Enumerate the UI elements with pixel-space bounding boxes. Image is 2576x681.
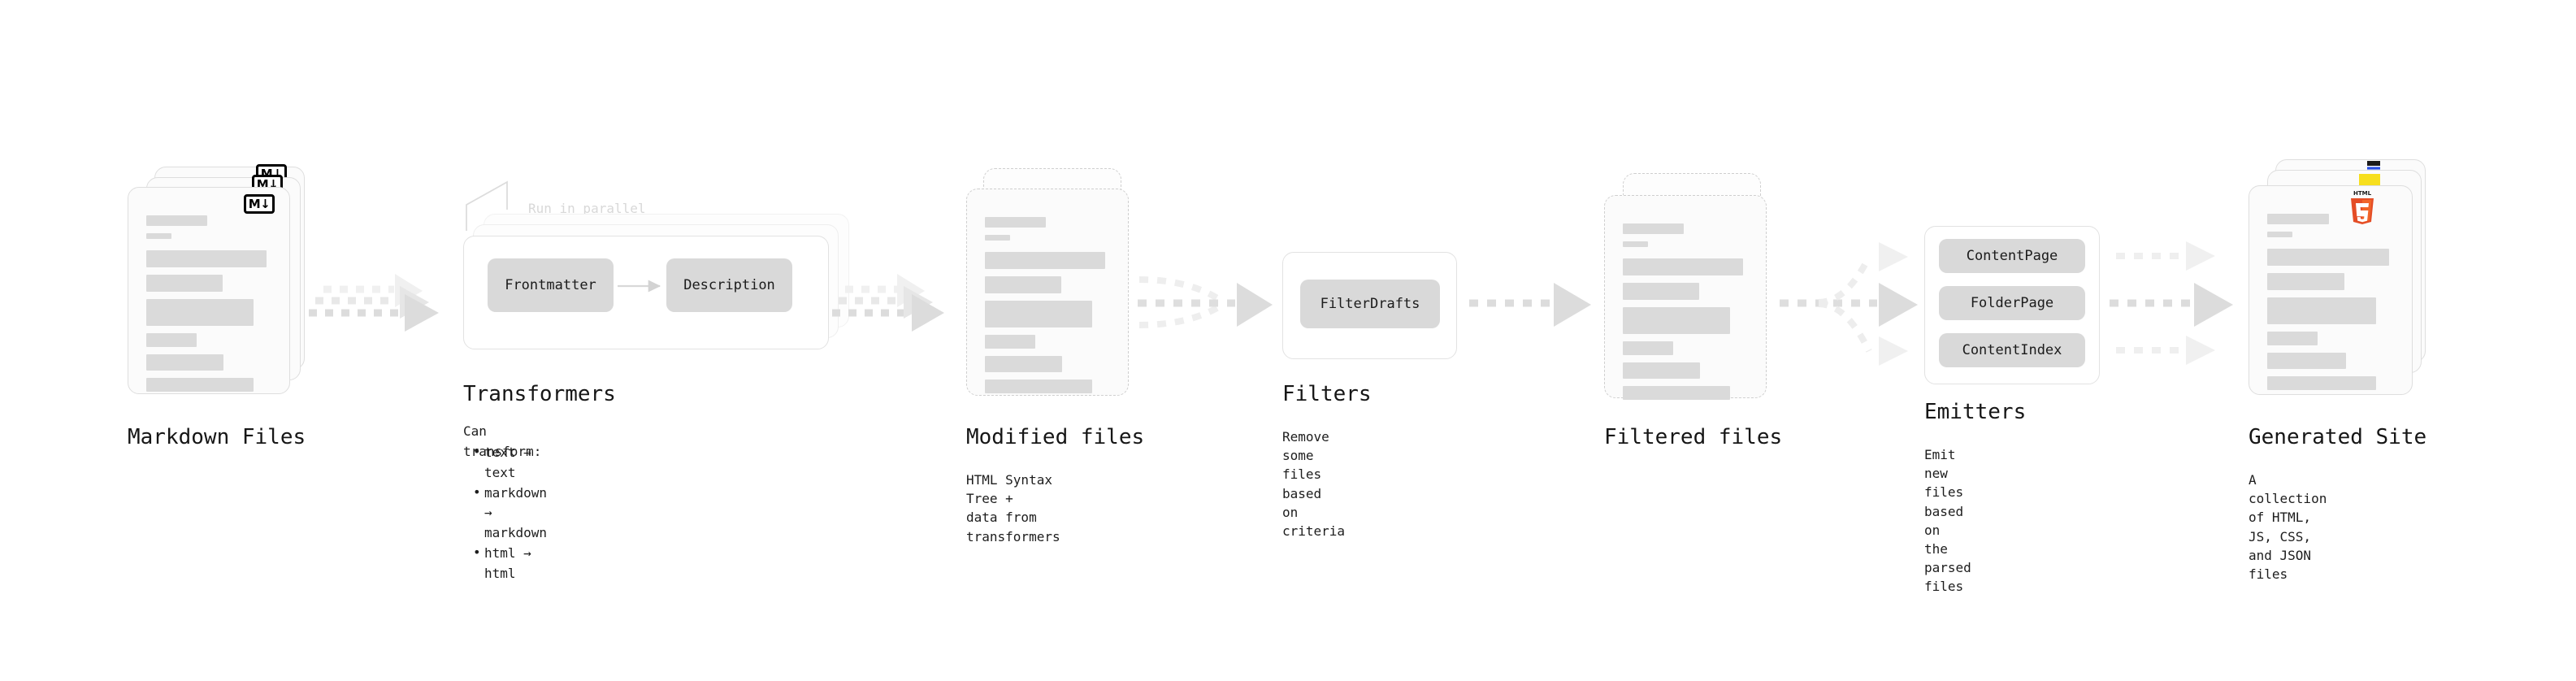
emitter-chip-label: ContentPage: [1966, 248, 2058, 264]
emitters-desc: Emit new files based on the parsed files: [1924, 447, 1971, 595]
generated-site-desc: A collection of HTML, JS, CSS, and JSON …: [2249, 472, 2327, 582]
content-bar: [146, 250, 267, 267]
content-bar: [1623, 362, 1701, 379]
filter-chip-filterdrafts[interactable]: FilterDrafts: [1300, 280, 1440, 328]
content-bar: [985, 301, 1093, 327]
generated-doc-front: [2249, 185, 2413, 395]
modified-doc-front: [966, 189, 1129, 396]
content-bar: [146, 354, 224, 371]
transformers-bullet: text → text: [471, 442, 547, 484]
content-bar: [1623, 241, 1648, 247]
transformer-chip-label: Frontmatter: [505, 277, 596, 293]
content-bar: [2267, 214, 2330, 224]
css3-badge-icon: [2367, 161, 2380, 170]
filters-desc: Remove some files based on criteria: [1282, 429, 1346, 539]
stage-title-emitters: Emitters: [1924, 400, 2027, 424]
content-bar: [2267, 273, 2345, 290]
js-badge-icon: [2359, 174, 2380, 188]
transformer-chip-label: Description: [683, 277, 775, 293]
content-bar: [985, 356, 1063, 372]
content-bar: [146, 299, 254, 326]
markdown-icon: M↓: [244, 194, 275, 214]
content-bar: [1623, 386, 1731, 400]
run-in-parallel-label: Run in parallel: [528, 201, 646, 216]
transformers-bullet-list: text → text markdown → markdown html → h…: [471, 442, 547, 584]
content-bar: [985, 252, 1105, 269]
stage-title-filters: Filters: [1282, 382, 1372, 406]
modified-doc-content: [985, 217, 1110, 401]
emitter-chip-label: ContentIndex: [1962, 342, 2062, 358]
content-bar: [2267, 376, 2377, 390]
emitter-chip-folderpage[interactable]: FolderPage: [1939, 286, 2085, 320]
stage-title-modified-files: Modified files: [966, 425, 1145, 449]
content-bar: [1623, 223, 1685, 234]
content-bar: [985, 276, 1061, 293]
emitter-chip-contentpage[interactable]: ContentPage: [1939, 239, 2085, 273]
filtered-doc-front: [1604, 195, 1767, 400]
content-bar: [2267, 353, 2346, 369]
arrow-filtered-to-emitters: [1780, 242, 1918, 366]
emitter-chip-label: FolderPage: [1970, 295, 2054, 311]
content-bar: [985, 335, 1035, 349]
content-bar: [985, 380, 1093, 393]
content-bar: [2267, 332, 2318, 345]
transformer-chip-description[interactable]: Description: [666, 258, 792, 312]
arrow-transformers-to-modified: [832, 274, 944, 332]
content-bar: [146, 215, 208, 226]
stage-title-filtered-files: Filtered files: [1604, 425, 1783, 449]
filter-chip-label: FilterDrafts: [1320, 296, 1420, 312]
transformers-bullet: markdown → markdown: [471, 483, 547, 544]
transformers-bullet: html → html: [471, 543, 547, 584]
arrow-emitters-to-generated: [2110, 241, 2233, 365]
content-bar: [2267, 232, 2293, 237]
content-bar: [1623, 283, 1699, 300]
modified-files-desc: HTML Syntax Tree + data from transformer…: [966, 472, 1060, 544]
filtered-doc-content: [1623, 223, 1748, 407]
markdown-icon-label: M↓: [248, 196, 271, 211]
html5-badge-icon: HTML: [2351, 190, 2374, 224]
content-bar: [1623, 258, 1743, 275]
arrow-modified-to-filters: [1138, 276, 1273, 328]
content-bar: [146, 378, 254, 392]
arrow-markdown-to-transformers: [309, 274, 439, 332]
generated-doc-content: [2267, 214, 2394, 397]
svg-text:HTML: HTML: [2353, 190, 2372, 197]
stage-title-generated-site: Generated Site: [2249, 425, 2427, 449]
content-bar: [1623, 307, 1731, 334]
content-bar: [985, 235, 1010, 241]
content-bar: [146, 275, 223, 292]
content-bar: [2267, 249, 2389, 266]
emitter-chip-contentindex[interactable]: ContentIndex: [1939, 333, 2085, 367]
transformer-chip-frontmatter[interactable]: Frontmatter: [488, 258, 614, 312]
content-bar: [146, 333, 197, 347]
arrow-filters-to-filtered: [1469, 283, 1591, 327]
stage-title-transformers: Transformers: [463, 382, 616, 406]
markdown-doc-front: [128, 187, 290, 394]
markdown-doc-content: [146, 215, 271, 399]
stage-title-markdown-files: Markdown Files: [128, 425, 306, 449]
content-bar: [2267, 297, 2377, 324]
content-bar: [985, 217, 1047, 228]
content-bar: [1623, 341, 1673, 355]
content-bar: [146, 233, 171, 239]
